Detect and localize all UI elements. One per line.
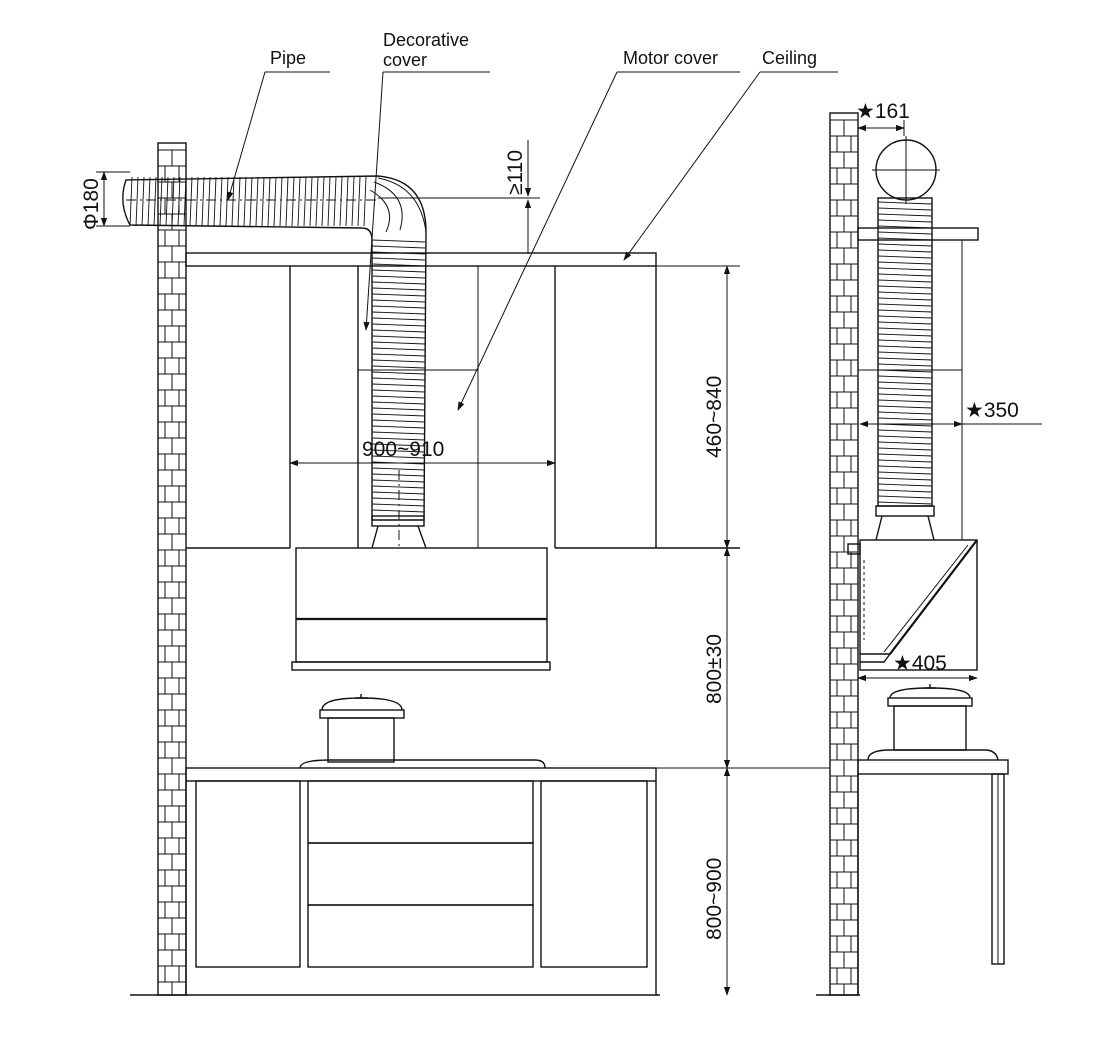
front-brick-wall xyxy=(157,142,187,996)
dim-cabinet-width: 900~910 xyxy=(289,438,556,467)
side-ceiling xyxy=(857,227,979,540)
decorative-cover-label-1: Decorative xyxy=(383,30,469,50)
counter-height-label: 800~900 xyxy=(703,858,726,940)
side-hood xyxy=(847,539,978,671)
side-counter xyxy=(857,759,1009,995)
lower-cabinets xyxy=(185,780,657,995)
pipe-diameter-label: Φ180 xyxy=(80,178,103,230)
min-clearance-label: ≥110 xyxy=(504,150,527,195)
dim-side-depth: ★350 xyxy=(859,399,1042,428)
dim-min-clearance: ≥110 xyxy=(378,140,540,254)
decorative-cover-label-2: cover xyxy=(383,50,427,70)
cabinet-width-label: 900~910 xyxy=(362,438,444,461)
side-pot xyxy=(867,684,999,761)
side-hood-depth-label: ★405 xyxy=(893,652,947,675)
ceiling-label: Ceiling xyxy=(762,48,817,68)
ceiling-panel xyxy=(185,252,740,267)
upper-cabinets xyxy=(186,266,740,549)
front-hood xyxy=(291,515,551,671)
motor-cover-label: Motor cover xyxy=(623,48,718,68)
front-pot xyxy=(319,694,405,763)
upper-height-label: 460~840 xyxy=(703,376,726,458)
dim-side-hood-depth: ★405 xyxy=(857,652,978,682)
hood-height-label: 800±30 xyxy=(703,634,726,704)
side-pipe xyxy=(872,136,940,541)
exhaust-pipe xyxy=(122,175,427,548)
pipe-label: Pipe xyxy=(270,48,306,68)
side-depth-label: ★350 xyxy=(965,399,1019,422)
side-offset-label: ★161 xyxy=(856,100,910,123)
dim-vertical-chain: 460~840 800±30 800~900 xyxy=(656,265,830,996)
dim-side-offset: ★161 xyxy=(856,100,910,136)
callout-leaders xyxy=(227,71,838,411)
front-counter xyxy=(185,759,740,782)
side-brick-wall xyxy=(829,112,859,996)
dim-pipe-diameter: Φ180 xyxy=(80,171,130,230)
